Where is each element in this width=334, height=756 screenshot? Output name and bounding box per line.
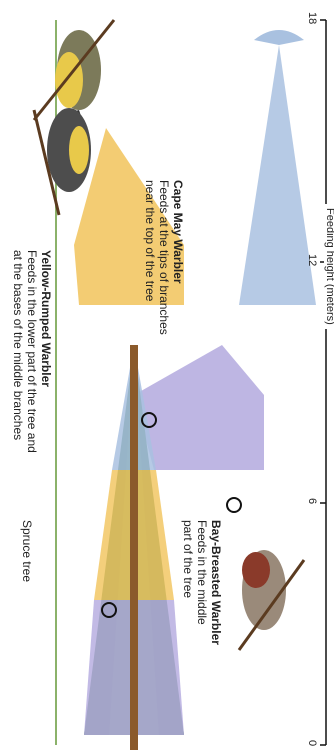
height-axis bbox=[320, 20, 326, 745]
spruce-trunk bbox=[130, 345, 138, 750]
cape-may-label: Cape May Warbler Feeds at the tips of br… bbox=[143, 180, 184, 350]
bay-breasted-desc-2: part of the tree bbox=[181, 520, 195, 670]
yellow-rumped-warbler-illustration bbox=[34, 108, 91, 215]
bay-breasted-marker bbox=[227, 498, 241, 512]
axis-title: Feeding height (meters) bbox=[324, 204, 334, 329]
cape-may-zone-cap bbox=[254, 30, 304, 45]
bay-breasted-title: Bay-Breasted Warbler bbox=[208, 520, 222, 670]
tick-label-12: 12 bbox=[306, 254, 318, 266]
tick-label-6: 6 bbox=[306, 498, 318, 504]
cape-may-desc-1: Feeds at the tips of branches bbox=[156, 180, 170, 350]
cape-may-zone-cone bbox=[239, 45, 316, 305]
spruce-tree-label: Spruce tree bbox=[20, 520, 34, 582]
yellow-rumped-label: Yellow-Rumped Warbler Feeds in the lower… bbox=[11, 250, 52, 490]
yellow-rumped-desc-2: at the bases of the middle branches bbox=[11, 250, 25, 490]
yellow-rumped-title: Yellow-Rumped Warbler bbox=[38, 250, 52, 490]
yellow-rumped-desc-1: Feeds in the lower part of the tree and bbox=[24, 250, 38, 490]
tick-label-18: 18 bbox=[306, 12, 318, 24]
bay-breasted-label: Bay-Breasted Warbler Feeds in the middle… bbox=[181, 520, 222, 670]
tick-label-0: 0 bbox=[306, 740, 318, 746]
bay-breasted-warbler-illustration bbox=[239, 550, 304, 650]
cape-may-title: Cape May Warbler bbox=[170, 180, 184, 350]
cape-may-desc-2: near the top of the tree bbox=[143, 180, 157, 350]
yellow-rumped-zone bbox=[134, 345, 264, 470]
bay-breasted-desc-1: Feeds in the middle bbox=[194, 520, 208, 670]
